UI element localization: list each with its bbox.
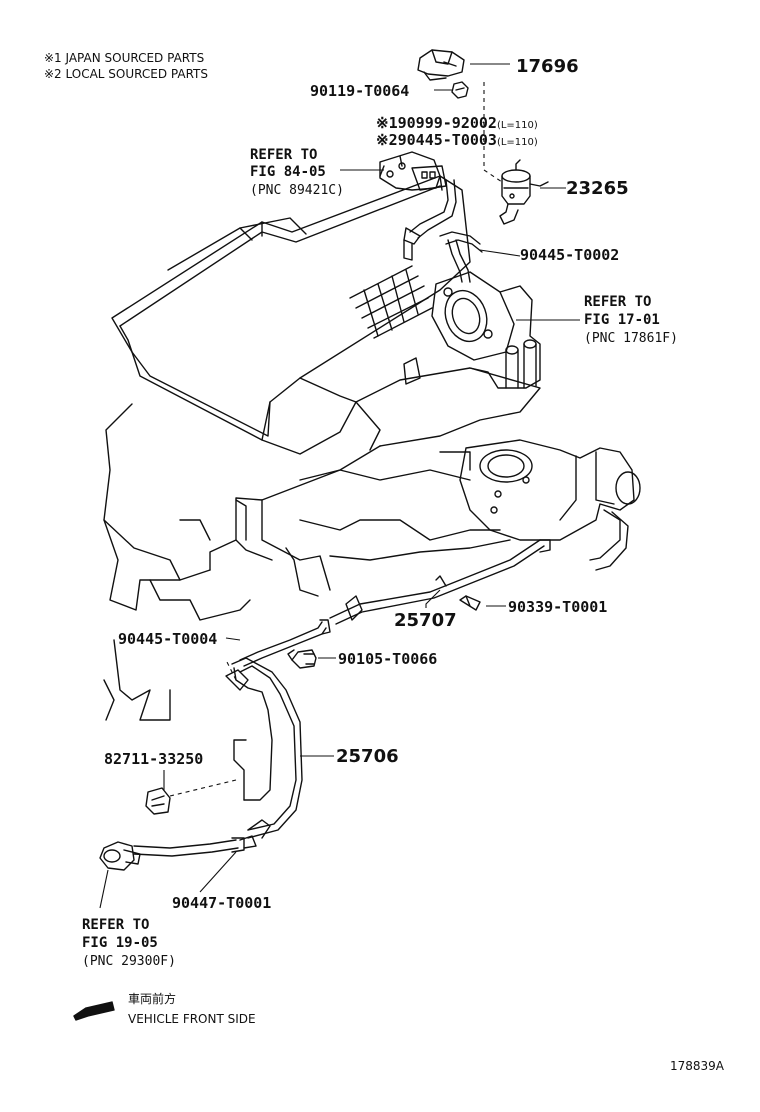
- part-length-text: (L=110): [496, 120, 538, 131]
- pipe-25706-drawing: [225, 657, 303, 849]
- figure-id: 178839A: [670, 1059, 725, 1073]
- part-label-17696[interactable]: 17696: [516, 56, 579, 77]
- note-japan-sourced: ※1 JAPAN SOURCED PARTS: [44, 51, 205, 65]
- hose-90445-t0004-drawing: [239, 619, 331, 667]
- clip-82711-33250-drawing: [145, 787, 171, 815]
- bolt-90105-t0066-drawing: [287, 649, 317, 669]
- part-number-text: ※290445-T0003: [376, 131, 497, 149]
- fitting-19-05-drawing: [99, 841, 141, 871]
- part-label-90445-t0004[interactable]: 90445-T0004: [118, 630, 218, 648]
- part-label-90445-t0003[interactable]: ※290445-T0003(L=110): [376, 133, 538, 148]
- ref-19-05-line1: REFER TO: [82, 917, 150, 933]
- hose-90447-t0001-drawing: [133, 837, 245, 857]
- bracket-17696-drawing: [417, 49, 465, 81]
- part-number-text: ※190999-92002: [376, 114, 497, 132]
- leader-lines: [99, 63, 580, 909]
- ref-17-01-pnc: (PNC 17861F): [584, 331, 678, 346]
- engine-block-drawing: [103, 367, 541, 721]
- ref-17-01-line1: REFER TO: [584, 294, 652, 310]
- part-label-90999-92002[interactable]: ※190999-92002(L=110): [376, 116, 538, 131]
- ref-84-05-pnc: (PNC 89421C): [250, 183, 344, 198]
- hose-90445-t0002-drawing: [439, 231, 483, 283]
- note-local-sourced: ※2 LOCAL SOURCED PARTS: [44, 67, 208, 81]
- intercooler-core-drawing: [111, 175, 471, 455]
- part-label-90105-t0066[interactable]: 90105-T0066: [338, 650, 438, 668]
- part-label-23265[interactable]: 23265: [566, 178, 629, 199]
- bolt-90119-t0064-drawing: [451, 81, 469, 99]
- part-label-25707[interactable]: 25707: [394, 610, 457, 631]
- ref-17-01-link[interactable]: FIG 17-01: [584, 312, 660, 328]
- ref-19-05-pnc: (PNC 29300F): [82, 954, 176, 969]
- ref-84-05-line1: REFER TO: [250, 147, 318, 163]
- valve-23265-drawing: [499, 159, 549, 225]
- ref-84-05-link[interactable]: FIG 84-05: [250, 164, 326, 180]
- part-label-82711-33250[interactable]: 82711-33250: [104, 750, 204, 768]
- front-side-label: VEHICLE FRONT SIDE: [128, 1012, 256, 1026]
- hose-90445-t0003-drawing: [403, 179, 457, 261]
- part-label-90445-t0002[interactable]: 90445-T0002: [520, 246, 620, 264]
- front-arrow-graphic: [73, 1001, 115, 1021]
- sensor-84-05-drawing: [379, 151, 447, 191]
- part-label-25706[interactable]: 25706: [336, 746, 399, 767]
- part-label-90339-t0001[interactable]: 90339-T0001: [508, 598, 608, 616]
- intake-manifold-drawing: [459, 439, 641, 571]
- ref-19-05-link[interactable]: FIG 19-05: [82, 935, 158, 951]
- part-label-90119-t0064[interactable]: 90119-T0064: [310, 82, 410, 100]
- intake-elbow-drawing: [403, 271, 541, 389]
- assembly-dashed-lines: [169, 82, 503, 797]
- gasket-90339-t0001-drawing: [459, 595, 481, 611]
- tube-25707-drawing: [329, 539, 551, 625]
- part-label-90447-t0001[interactable]: 90447-T0001: [172, 894, 272, 912]
- front-side-label-japanese: 車両前方: [128, 992, 177, 1006]
- part-length-text: (L=110): [496, 137, 538, 148]
